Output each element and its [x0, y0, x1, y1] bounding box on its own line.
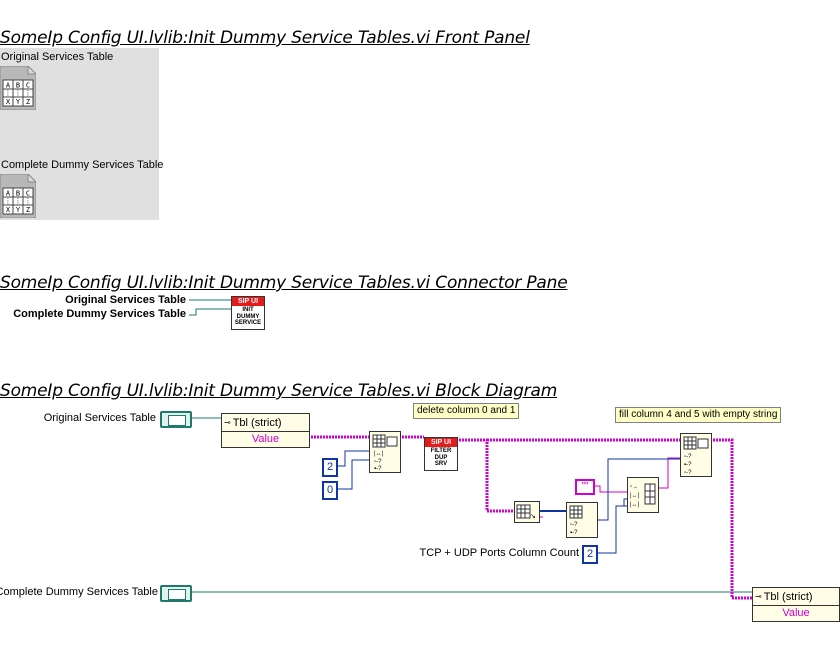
table-control-icon: A B C ⋮ ⋮ ⋮ X Y Z [0, 172, 38, 219]
subvi-line: SRV [434, 461, 448, 467]
initialize-array-icon: ▫→ |↔| |↔| [630, 483, 656, 508]
filter-dup-srv-subvi[interactable]: SIP UI FILTER DUP SRV [424, 437, 458, 471]
svg-text:|↔|: |↔| [630, 493, 640, 499]
svg-text:⋮: ⋮ [5, 90, 12, 97]
bundle-field-name: Tbl (strict) [763, 590, 813, 603]
svg-text:Z: Z [26, 206, 30, 214]
svg-text:Y: Y [16, 206, 21, 214]
comment-fill-columns: fill column 4 and 5 with empty string [615, 407, 782, 423]
svg-text:|↔|: |↔| [374, 451, 384, 457]
refnum-key-icon: ⊸ [224, 418, 231, 427]
array-size-icon: ↘ [516, 504, 536, 520]
empty-string-constant[interactable]: "" [575, 479, 595, 495]
bd-original-services-table-label: Original Services Table [43, 412, 156, 424]
svg-text:▪-?: ▪-? [684, 462, 692, 468]
svg-text:B: B [16, 82, 20, 90]
unbundle-by-name-input[interactable]: ⊸ Tbl (strict) Value [221, 413, 310, 448]
delete-from-array-node[interactable]: |↔| ▫-? ▪-? [369, 431, 401, 473]
svg-text:C: C [26, 82, 30, 90]
svg-text:C: C [26, 190, 30, 198]
subvi-line: DUP [434, 454, 448, 461]
index-array-node[interactable]: ▫-? ▪-? [566, 502, 598, 538]
refnum-icon [168, 415, 186, 426]
original-services-table-terminal[interactable] [160, 411, 192, 428]
svg-text:Z: Z [26, 98, 30, 106]
unbundle-field-value: Value [251, 433, 280, 445]
bundle-by-name-output[interactable]: ⊸ Tbl (strict) Value [752, 587, 840, 622]
subvi-line: INIT [242, 307, 254, 313]
svg-text:▫-?: ▫-? [684, 454, 692, 460]
front-panel-title: SomeIp Config UI.lvlib:Init Dummy Servic… [0, 28, 530, 48]
svg-text:B: B [16, 190, 20, 198]
svg-text:⋮: ⋮ [25, 198, 32, 205]
svg-text:⋮: ⋮ [25, 90, 32, 97]
svg-text:|↔|: |↔| [630, 502, 640, 508]
svg-text:▫-?: ▫-? [374, 459, 382, 465]
subvi-header: SIP UI [232, 297, 264, 306]
refnum-key-icon: ⊸ [755, 592, 762, 601]
initialize-array-node[interactable]: ▫→ |↔| |↔| [627, 477, 659, 513]
svg-text:A: A [6, 190, 11, 198]
front-panel-area: Original Services Table A B C ⋮ ⋮ ⋮ X Y … [0, 48, 163, 220]
bundle-field-value: Value [782, 607, 810, 619]
index-array-icon: ▫-? ▪-? [569, 505, 583, 536]
svg-text:↘: ↘ [530, 513, 536, 520]
subvi-header: SIP UI [425, 438, 457, 447]
array-size-node[interactable]: ↘ [514, 501, 540, 523]
svg-text:▪-?: ▪-? [374, 466, 382, 472]
svg-text:A: A [6, 82, 11, 90]
svg-text:▫-?: ▫-? [684, 470, 692, 476]
svg-text:⋮: ⋮ [15, 198, 22, 205]
ports-column-count-label: TCP + UDP Ports Column Count [419, 547, 579, 559]
delete-from-array-icon: |↔| ▫-? ▪-? [372, 434, 398, 472]
svg-text:X: X [6, 98, 11, 106]
original-services-table-label: Original Services Table [1, 51, 114, 63]
connector-pane-title: SomeIp Config UI.lvlib:Init Dummy Servic… [0, 273, 568, 293]
table-control-icon: A B C ⋮ ⋮ ⋮ X Y Z [0, 64, 38, 111]
unbundle-field-name: Tbl (strict) [232, 416, 282, 429]
complete-dummy-services-table-label: Complete Dummy Services Table [1, 159, 164, 171]
init-dummy-service-subvi-icon[interactable]: SIP UI INIT DUMMY SERVICE [231, 296, 265, 330]
replace-array-subset-node[interactable]: ▫-? ▪-? ▫-? [680, 433, 712, 477]
connector-input-complete-dummy-services-table: Complete Dummy Services Table [13, 308, 186, 320]
constant-ports-column-count[interactable]: 2 [582, 545, 598, 564]
block-diagram-title: SomeIp Config UI.lvlib:Init Dummy Servic… [0, 381, 558, 401]
svg-text:⋮: ⋮ [5, 198, 12, 205]
subvi-line: FILTER [430, 448, 452, 454]
complete-dummy-services-table-terminal[interactable] [160, 585, 192, 602]
replace-array-subset-icon: ▫-? ▪-? ▫-? [683, 436, 709, 476]
svg-text:Y: Y [16, 98, 21, 106]
subvi-line: DUMMY [236, 313, 260, 320]
svg-text:⋮: ⋮ [15, 90, 22, 97]
bd-complete-dummy-services-table-label: Complete Dummy Services Table [0, 586, 158, 598]
svg-text:▫→: ▫→ [630, 484, 638, 490]
complete-dummy-services-table-indicator[interactable]: A B C ⋮ ⋮ ⋮ X Y Z [0, 172, 38, 219]
original-services-table-control[interactable]: A B C ⋮ ⋮ ⋮ X Y Z [0, 64, 38, 111]
constant-index-start[interactable]: 0 [322, 481, 338, 500]
subvi-line: SERVICE [234, 320, 262, 326]
constant-index-length[interactable]: 2 [322, 458, 338, 477]
svg-text:▫-?: ▫-? [570, 522, 578, 528]
comment-delete-columns: delete column 0 and 1 [413, 403, 520, 419]
svg-text:X: X [6, 206, 11, 214]
connector-input-original-services-table: Original Services Table [65, 294, 186, 306]
svg-text:▪-?: ▪-? [570, 530, 578, 536]
refnum-icon [168, 589, 186, 600]
